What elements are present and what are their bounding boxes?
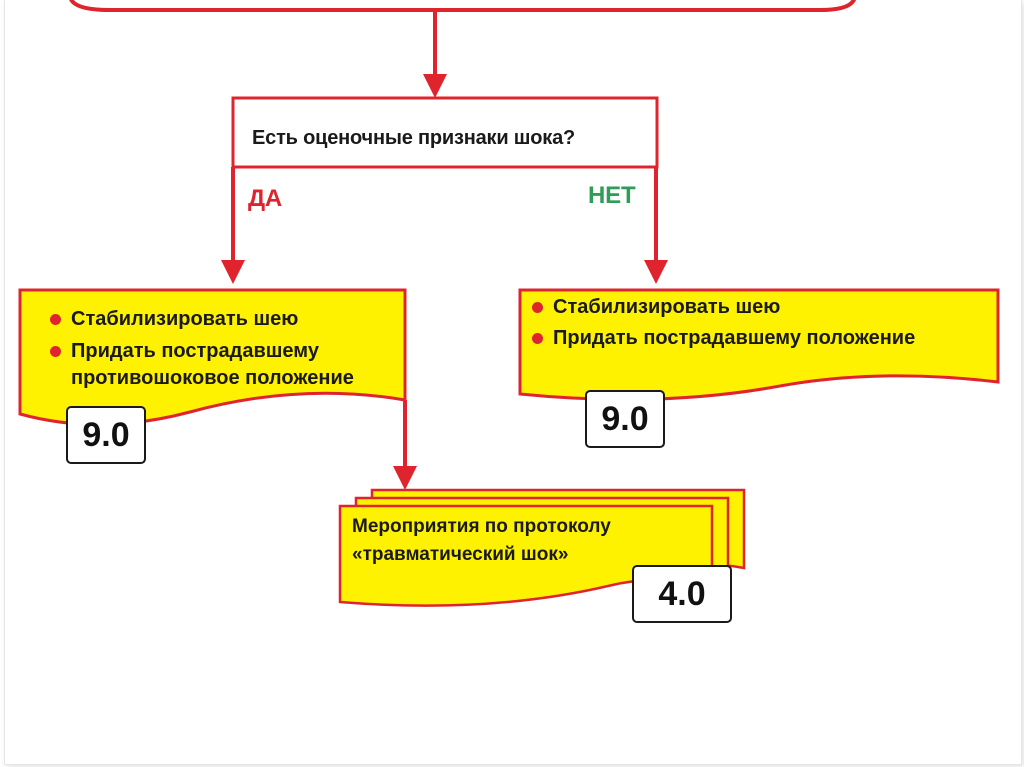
arrow-top-head	[423, 74, 447, 98]
right-item-1-text: Стабилизировать шею	[553, 296, 781, 318]
left-item-2: Придать пострадавшему противошоковое пол…	[50, 338, 354, 392]
branch-no-label: НЕТ	[588, 182, 636, 209]
protocol-text: Мероприятия по протоколу «травматический…	[352, 513, 611, 569]
protocol-line-2: «травматический шок»	[352, 544, 569, 565]
right-item-2: Придать пострадавшему положение	[532, 325, 915, 352]
right-code-badge: 9.0	[585, 390, 665, 448]
decision-box	[231, 96, 659, 169]
arrow-no-head	[644, 260, 668, 284]
left-item-2-line-1: Придать пострадавшему	[71, 340, 319, 362]
bullet-icon	[50, 314, 61, 325]
left-item-1: Стабилизировать шею	[50, 306, 298, 333]
branch-yes-label: ДА	[248, 185, 283, 212]
top-terminal	[69, 0, 856, 12]
left-item-2-text: Придать пострадавшему противошоковое пол…	[71, 338, 354, 392]
decision-question: Есть оценочные признаки шока?	[252, 127, 576, 149]
bullet-icon	[50, 346, 61, 357]
bullet-icon	[532, 333, 543, 344]
left-item-1-text: Стабилизировать шею	[71, 308, 299, 330]
bullet-icon	[532, 302, 543, 313]
protocol-line-1: Мероприятия по протоколу	[352, 516, 611, 537]
right-item-2-text: Придать пострадавшему положение	[553, 327, 916, 349]
protocol-code-badge: 4.0	[632, 565, 732, 623]
left-item-2-line-2: противошоковое положение	[71, 367, 354, 389]
arrow-protocol-head	[393, 466, 417, 490]
left-code-badge: 9.0	[66, 406, 146, 464]
right-item-1: Стабилизировать шею	[532, 294, 780, 321]
arrow-yes-head	[221, 260, 245, 284]
